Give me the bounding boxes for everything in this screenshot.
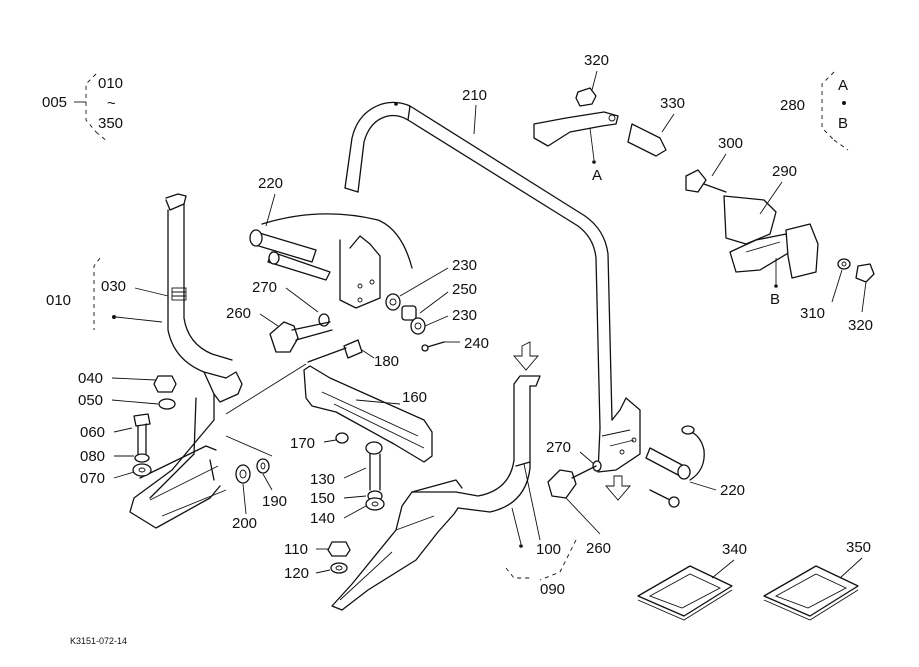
label-320-top: 320 <box>584 52 609 69</box>
label-010: 010 <box>46 292 71 309</box>
label-A: A <box>592 167 602 184</box>
label-080: 080 <box>80 448 105 465</box>
group-005-bracket: 005 010 ~ 350 <box>42 73 123 143</box>
pin-220-lower: 220 <box>605 425 745 508</box>
label-280: 280 <box>780 97 805 114</box>
buckle-290-B: 300 290 B 310 320 <box>685 135 875 334</box>
label-330: 330 <box>660 95 685 112</box>
label-190: 190 <box>262 493 287 510</box>
label-030: 030 <box>101 278 126 295</box>
label-120: 120 <box>284 565 309 582</box>
bolt-180: 180 <box>307 339 399 370</box>
group-280-bracket: 280 A B <box>780 71 849 151</box>
label-260-left: 260 <box>226 305 251 322</box>
label-040: 040 <box>78 370 103 387</box>
label-110: 110 <box>284 541 308 558</box>
label-300: 300 <box>718 135 743 152</box>
label-010-range-start: 010 <box>98 75 123 92</box>
label-230-upper: 230 <box>452 257 477 274</box>
manual-350: 350 <box>763 539 871 621</box>
label-250: 250 <box>452 281 477 298</box>
manual-340: 340 <box>637 541 747 621</box>
label-200: 200 <box>232 515 257 532</box>
plate-160: 160 <box>225 363 433 463</box>
label-220-lower: 220 <box>720 482 745 499</box>
label-150: 150 <box>310 490 335 507</box>
label-130: 130 <box>310 471 335 488</box>
label-090: 090 <box>540 581 565 598</box>
fasteners-040-070: 040 050 060 080 070 <box>78 370 177 487</box>
washers-230-250: 230 250 230 240 <box>385 257 489 352</box>
label-280-A: A <box>838 77 848 94</box>
fasteners-130-150-140: 170 130 150 140 <box>290 432 385 527</box>
label-B: B <box>770 291 780 308</box>
label-280-B: B <box>838 115 848 132</box>
nut-110-washer-120: 110 120 <box>284 541 351 582</box>
bracket-lower-100: 100 090 <box>331 341 577 611</box>
label-100: 100 <box>536 541 561 558</box>
label-290: 290 <box>772 163 797 180</box>
label-160: 160 <box>402 389 427 406</box>
label-180: 180 <box>374 353 399 370</box>
label-350-range-end: 350 <box>98 115 123 132</box>
label-270-right: 270 <box>546 439 571 456</box>
pin-220-upper: 220 <box>249 175 413 281</box>
group-010-bracket: 010 030 <box>46 257 169 330</box>
spacer-200-190: 200 190 <box>232 458 287 532</box>
knob-260-left: 270 260 <box>226 279 333 353</box>
label-range-tilde: ~ <box>107 95 116 112</box>
label-060: 060 <box>80 424 105 441</box>
label-350: 350 <box>846 539 871 556</box>
link-330-A: 320 330 A <box>533 52 685 184</box>
rops-frame: 210 <box>339 87 641 473</box>
label-050: 050 <box>78 392 103 409</box>
drawing-code: K3151-072-14 <box>70 636 127 646</box>
label-240: 240 <box>464 335 489 352</box>
bracket-left-030 <box>129 193 243 529</box>
label-070: 070 <box>80 470 105 487</box>
label-220-upper: 220 <box>258 175 283 192</box>
label-270-left: 270 <box>252 279 277 296</box>
label-310: 310 <box>800 305 825 322</box>
label-170: 170 <box>290 435 315 452</box>
label-230-lower: 230 <box>452 307 477 324</box>
label-140: 140 <box>310 510 335 527</box>
knob-260-right: 270 260 <box>546 439 611 557</box>
label-340: 340 <box>722 541 747 558</box>
label-210: 210 <box>462 87 487 104</box>
label-260-right: 260 <box>586 540 611 557</box>
label-005: 005 <box>42 94 67 111</box>
label-320-right: 320 <box>848 317 873 334</box>
